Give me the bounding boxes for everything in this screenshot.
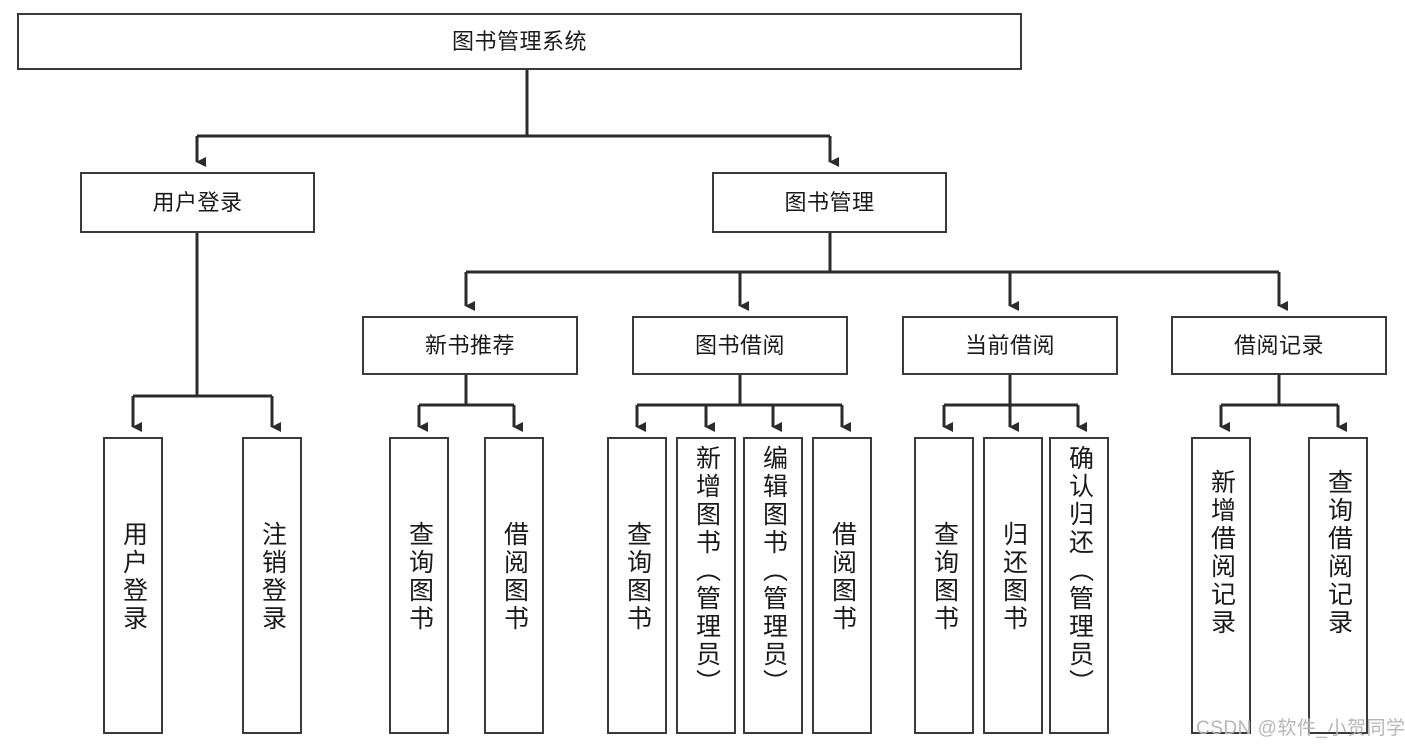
node-label: 查询图书 (623, 521, 652, 633)
leaf-borrow-record-query[interactable]: 查询借阅记录 (1308, 437, 1368, 734)
node-root-system[interactable]: 图书管理系统 (17, 13, 1022, 70)
node-label: 注销登录 (258, 521, 287, 633)
node-label: 新增图书（管理员） (692, 445, 721, 697)
leaf-book-borrow-add[interactable]: 新增图书（管理员） (676, 437, 736, 734)
node-label: 查询图书 (930, 521, 959, 633)
leaf-new-book-borrow[interactable]: 借阅图书 (484, 437, 544, 734)
node-label: 查询图书 (405, 521, 434, 633)
node-current-borrow[interactable]: 当前借阅 (902, 316, 1118, 375)
node-label: 用户登录 (152, 189, 243, 215)
node-label: 图书管理系统 (451, 28, 587, 54)
node-user-login[interactable]: 用户登录 (80, 172, 315, 233)
leaf-current-borrow-return[interactable]: 归还图书 (983, 437, 1043, 734)
leaf-current-borrow-confirm-return[interactable]: 确认归还（管理员） (1049, 437, 1109, 734)
csdn-watermark: CSDN @软件_小贺同学 (1196, 718, 1405, 739)
leaf-new-book-query[interactable]: 查询图书 (389, 437, 449, 734)
node-label: 归还图书 (999, 521, 1028, 633)
leaf-current-borrow-query[interactable]: 查询图书 (914, 437, 974, 734)
node-label: 新增借阅记录 (1207, 469, 1236, 637)
node-new-book-recommend[interactable]: 新书推荐 (362, 316, 578, 375)
node-label: 借阅图书 (500, 521, 529, 633)
node-label: 借阅记录 (1233, 332, 1324, 358)
node-label: 当前借阅 (964, 332, 1055, 358)
leaf-user-login-logout[interactable]: 注销登录 (242, 437, 302, 734)
leaf-user-login-login[interactable]: 用户登录 (103, 437, 163, 734)
node-label: 用户登录 (119, 521, 148, 633)
node-label: 图书管理 (784, 189, 875, 215)
leaf-book-borrow-borrow[interactable]: 借阅图书 (812, 437, 872, 734)
node-label: 编辑图书（管理员） (759, 445, 788, 697)
node-label: 借阅图书 (828, 521, 857, 633)
node-label: 新书推荐 (424, 332, 515, 358)
node-borrow-record[interactable]: 借阅记录 (1171, 316, 1387, 375)
node-label: 图书借阅 (694, 332, 785, 358)
leaf-book-borrow-edit[interactable]: 编辑图书（管理员） (743, 437, 803, 734)
node-label: 查询借阅记录 (1324, 469, 1353, 637)
node-book-management[interactable]: 图书管理 (712, 172, 947, 233)
node-book-borrow[interactable]: 图书借阅 (632, 316, 848, 375)
leaf-book-borrow-query[interactable]: 查询图书 (607, 437, 667, 734)
leaf-borrow-record-add[interactable]: 新增借阅记录 (1191, 437, 1251, 734)
node-label: 确认归还（管理员） (1065, 445, 1094, 697)
